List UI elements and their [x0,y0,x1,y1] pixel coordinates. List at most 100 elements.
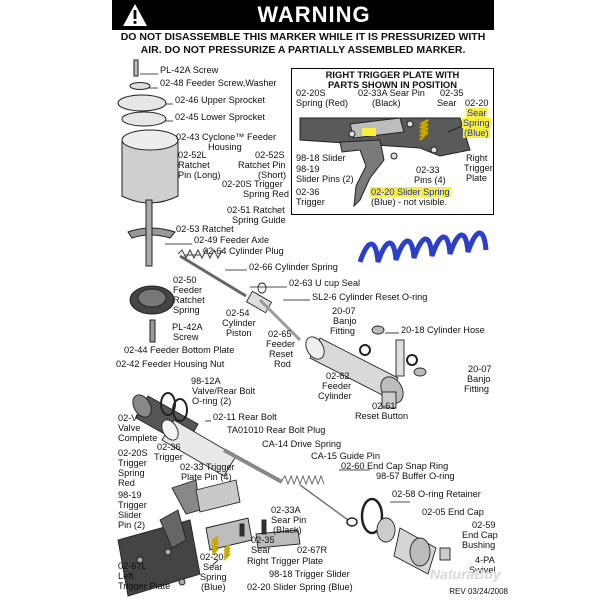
label-banjo-fitting-2c: Fitting [464,384,490,394]
label-trigger-plate-pin-b: Plate Pin (4) [181,472,232,482]
label-swivel-b: Swivel [469,565,496,575]
trigger-group [117,479,301,597]
label-reset-button-a: 02-61 [372,401,396,411]
label-feeder-ratchet-spring-c: Ratchet [173,295,205,305]
revision-date: REV 03/24/2008 [449,587,508,596]
label-banjo-fitting-1b: Banjo [333,316,357,326]
label-rear-bolt: 02-11 Rear Bolt [213,412,277,422]
label-u-cup-seal: 02-63 U cup Seal [289,278,360,288]
inset-title-line-2: PARTS SHOWN IN POSITION [328,79,457,90]
label-feeder-axle: 02-49 Feeder Axle [194,235,270,245]
label-in-sear-spring-c: Spring [462,118,491,128]
label-cylinder-hose: 20-18 Cylinder Hose [401,325,485,335]
label-slider-spring-blue: 02-20 Slider Spring (Blue) [247,582,353,592]
label-in-sear-b: Sear [437,98,457,108]
label-in-slider-pins-a: 98-19 [296,164,320,174]
label-cylinder-plug: 02-64 Cylinder Plug [203,246,284,256]
label-cylinder-spring: 02-66 Cylinder Spring [249,262,338,272]
label-trigger-spring-red-2c: Spring [118,468,145,478]
label-in-right-trigger-a: Right [466,153,488,163]
label-oring-retainer: 02-58 O-ring Retainer [392,489,481,499]
label-ratchet-pin-long-c: Pin (Long) [178,170,221,180]
label-end-cap-bushing-c: Bushing [462,540,496,550]
label-upper-sprocket: 02-46 Upper Sprocket [175,95,265,105]
label-ratchet-spring-guide-b: Spring Guide [232,215,286,225]
label-sear-pin-black-b: Sear Pin [271,515,307,525]
label-end-cap: 02-05 End Cap [422,507,484,517]
label-valve-rear-bolt-oring-a: 98-12A [191,376,221,386]
label-pl42a-screw-2b: Screw [173,332,199,342]
label-left-trigger-plate-c: Trigger Plate [118,581,171,591]
label-feeder-bottom-plate: 02-44 Feeder Bottom Plate [124,345,235,355]
label-in-trigger-spring-red-b: Spring (Red) [296,98,349,108]
label-feeder-reset-rod-c: Reset [269,349,294,359]
label-trigger-b: Trigger [154,452,183,462]
label-feeder-reset-rod-d: Rod [274,359,291,369]
warning-line-2: AIR. DO NOT PRESSURIZE A PARTIALLY ASSEM… [140,44,466,56]
label-in-slider-note: (Blue) - not visible. [371,197,448,207]
label-ratchet-pin-long-b: Ratchet [178,160,210,170]
label-end-cap-snap-ring: 02-60 End Cap Snap Ring [341,461,449,471]
label-left-trigger-plate-b: Left [118,571,134,581]
label-in-slider-spring: 02-20 Slider Spring [370,187,451,197]
valve-and-bolt [132,392,451,575]
label-in-sear-spring-b: Sear [466,108,488,118]
label-pl42a-screw: PL-42A Screw [160,65,219,75]
label-feeder-ratchet-spring-b: Feeder [173,285,203,295]
label-sear-pin-black-c: (Black) [273,525,302,535]
label-sear-b: Sear [251,545,271,555]
inset-box [291,68,494,215]
label-sear-spring-blue-d: (Blue) [201,582,226,592]
label-drive-spring: CA-14 Drive Spring [262,439,342,449]
label-guide-pin: CA-15 Guide Pin [311,451,380,461]
label-valve-rear-bolt-oring-c: O-ring (2) [192,396,232,406]
label-trigger-slider-pin-a: 98-19 [118,490,142,500]
label-feeder-cylinder-a: 02-62 [326,371,350,381]
label-cyclone-feeder: 02-43 Cyclone™ Feeder [176,132,277,142]
label-feeder-cylinder-c: Cylinder [318,391,352,401]
label-ratchet-pin-short-c: (Short) [258,170,287,180]
label-in-pins-b: Pins (4) [414,175,446,185]
label-valve-rear-bolt-oring-b: Valve/Rear Bolt [192,386,256,396]
label-cylinder-piston-c: Piston [226,328,252,338]
label-in-slider-pins-b: Slider Pins (2) [296,174,354,184]
cylinder-parts [177,248,427,409]
label-banjo-fitting-2b: Banjo [467,374,491,384]
label-ratchet-pin-short-a: 02-52S [255,150,285,160]
warning-banner: WARNING [112,0,494,30]
label-trigger-slider: 98-18 Trigger Slider [269,569,350,579]
label-left-trigger-plate-a: 02-67L [118,561,147,571]
blue-spring [357,230,489,263]
inset-trigger-plate [299,117,471,208]
warning-line-1: DO NOT DISASSEMBLE THIS MARKER WHILE IT … [120,31,486,43]
label-trigger-slider-pin-d: Pin (2) [118,520,146,530]
warning-triangle-icon [123,4,147,26]
label-end-cap-bushing-a: 02-59 [472,520,496,530]
label-ratchet-pin-short-b: Ratchet Pin [238,160,286,170]
watermark: NaturaBuy [430,566,501,582]
label-right-trigger-plate: 02-67R [297,545,328,555]
label-in-sear-pin-b: (Black) [372,98,401,108]
label-buffer-oring: 98-57 Buffer O-ring [376,471,455,481]
label-sear-spring-blue-c: Spring [200,572,227,582]
label-pl42a-screw-2a: PL-42A [172,322,203,332]
label-cylinder-piston-b: Cylinder [222,318,256,328]
warning-title: WARNING [257,2,371,27]
label-banjo-fitting-1a: 20-07 [332,306,356,316]
label-sear-pin-black-a: 02-33A [271,505,301,515]
label-lower-sprocket: 02-45 Lower Sprocket [175,112,265,122]
label-in-trigger-b: Trigger [296,197,325,207]
label-in-right-trigger-b: Trigger [464,163,493,173]
label-in-sear-a: 02-35 [440,88,464,98]
label-feeder-screw-washer: 02-48 Feeder Screw,Washer [160,78,277,88]
label-feeder-reset-rod-b: Feeder [266,339,296,349]
label-ratchet-pin-long-a: 02-52L [178,150,207,160]
label-trigger-slider-pin-b: Trigger [118,500,147,510]
label-sear-a: 02-35 [251,535,275,545]
label-feeder-reset-rod-a: 02-65 [268,329,292,339]
label-feeder-ratchet-spring-d: Spring [173,305,200,315]
label-swivel-a: 4-PA [475,555,495,565]
label-trigger-spring-red-b: Spring Red [243,189,289,199]
